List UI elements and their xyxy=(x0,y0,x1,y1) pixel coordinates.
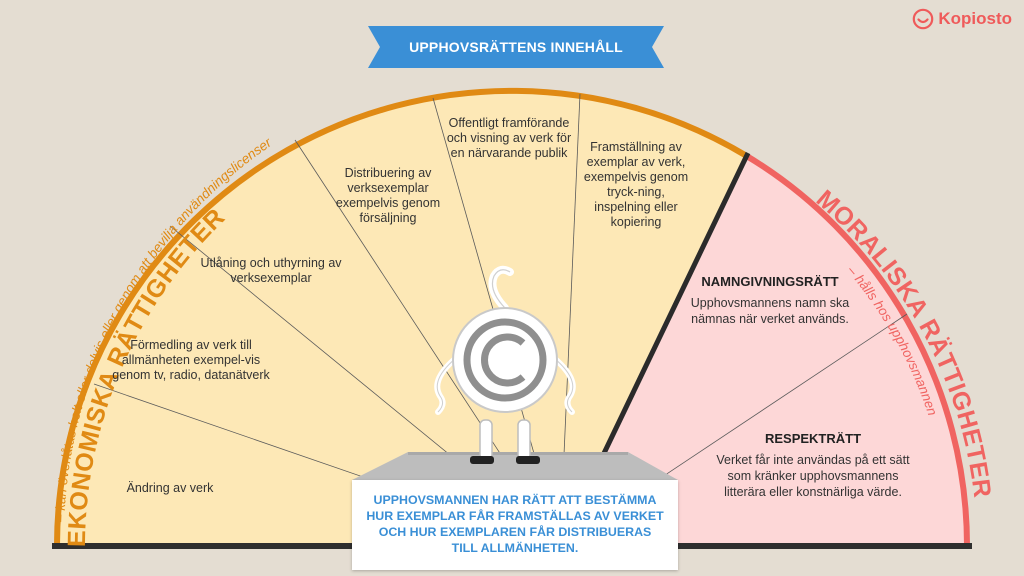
brand-name: Kopiosto xyxy=(938,9,1012,28)
economic-item-6: Framställning av exemplar av verk, exemp… xyxy=(583,140,689,229)
banner-title: UPPHOVSRÄTTENS INNEHÅLL xyxy=(409,39,623,55)
moral-item-respect-right: RESPEKTRÄTT Verket får inte användas på … xyxy=(698,431,928,500)
moral-sector xyxy=(560,155,967,545)
economic-arc xyxy=(54,87,747,546)
moral-item-heading: RESPEKTRÄTT xyxy=(764,431,862,446)
copyright-mascot-icon xyxy=(434,265,576,464)
brand-logo: Kopiosto xyxy=(912,8,1012,30)
center-statement-box: UPPHOVSMANNEN HAR RÄTT ATT BESTÄMMA HUR … xyxy=(352,480,678,570)
economic-item-1: Ändring av verk xyxy=(126,481,214,495)
moral-item-text: Upphovsmannens namn ska nämnas när verke… xyxy=(690,296,850,326)
economic-item-2: Förmedling av verk till allmänheten exem… xyxy=(112,338,270,382)
economic-item-5: Offentligt framförande och visning av ve… xyxy=(446,116,572,160)
pedestal xyxy=(352,452,678,480)
moral-item-text: Verket får inte användas på ett sätt som… xyxy=(716,453,910,499)
center-statement: UPPHOVSMANNEN HAR RÄTT ATT BESTÄMMA HUR … xyxy=(366,493,664,555)
moral-item-name-right: NAMNGIVNINGSRÄTT Upphovsmannens namn ska… xyxy=(660,274,880,327)
smiley-icon xyxy=(913,8,934,30)
moral-arc xyxy=(743,152,970,546)
moral-item-heading: NAMNGIVNINGSRÄTT xyxy=(701,274,839,289)
economic-item-3: Utlåning och uthyrning av verksexemplar xyxy=(200,256,342,285)
title-banner: UPPHOVSRÄTTENS INNEHÅLL xyxy=(368,26,664,68)
economic-item-4: Distribuering av verksexemplar exempelvi… xyxy=(335,166,441,225)
economic-sector xyxy=(57,90,745,546)
